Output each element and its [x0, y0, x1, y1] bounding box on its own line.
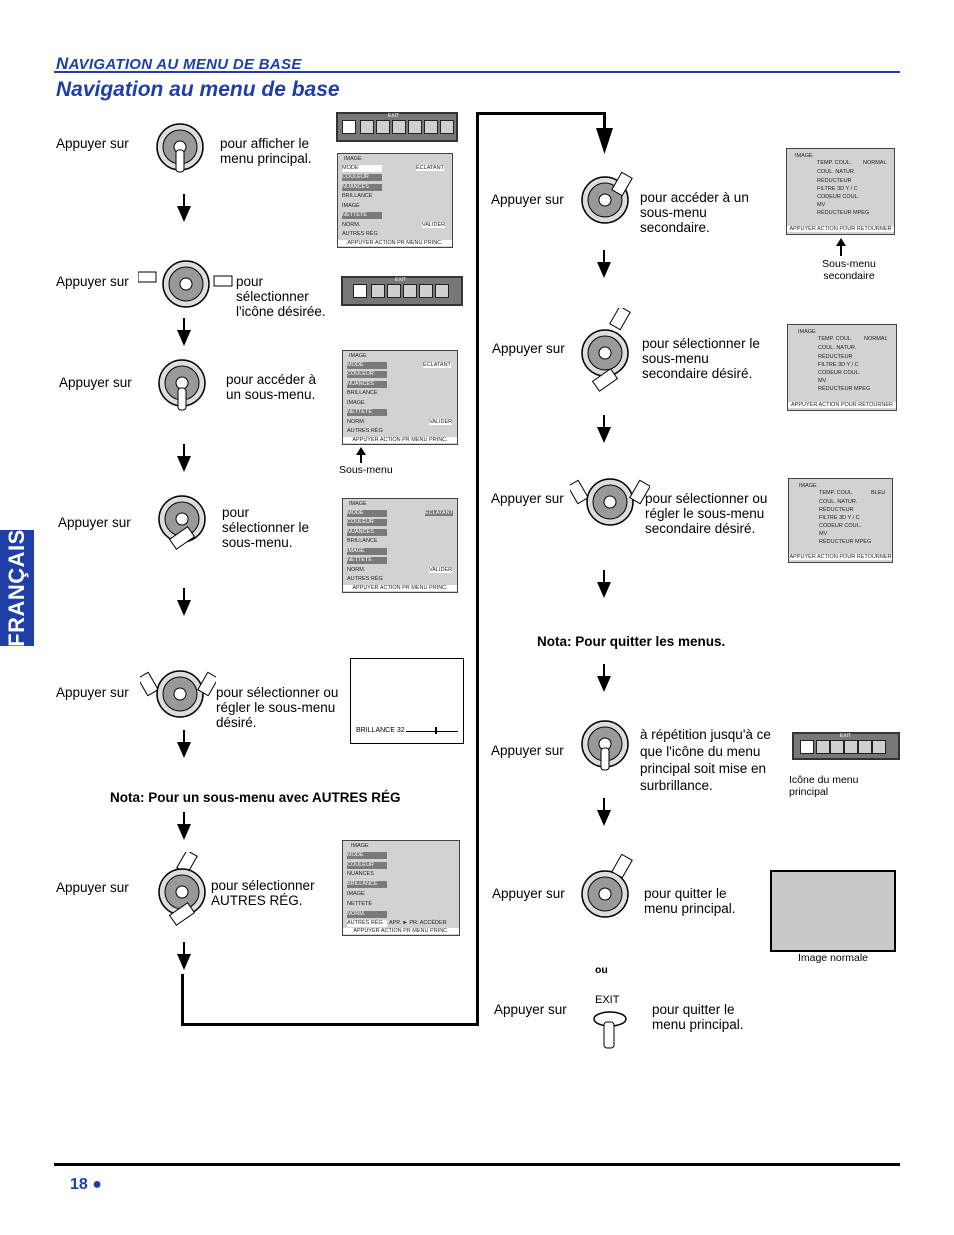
caption-sous-menu-secondaire: Sous-menu secondaire — [822, 258, 876, 282]
caption-icone-menu: Icône du menu principal — [789, 774, 859, 798]
arrow-down-icon — [597, 798, 611, 826]
step-desc: pour sélectionner ou régler le sous-menu… — [216, 685, 339, 730]
brillance-screen: BRILLANCE 32 — [350, 658, 464, 744]
arrow-down-icon — [177, 194, 191, 222]
caption-arrow-icon — [356, 447, 366, 463]
remote-icon — [570, 478, 650, 526]
flow-line — [476, 112, 479, 1026]
step-label: Appuyer sur — [56, 880, 129, 895]
exit-button-icon — [593, 1011, 627, 1049]
step-label: Appuyer sur — [56, 685, 129, 700]
flow-line — [181, 1023, 479, 1026]
step-desc: pour sélectionner le sous-menu. — [222, 505, 310, 550]
caption-arrow-icon — [836, 238, 846, 256]
note-autres-reg: Nota: Pour un sous-menu avec AUTRES RÉG — [110, 790, 401, 805]
arrow-down-icon — [177, 588, 191, 616]
secondary-menu: IMAGE TEMP. COUL. NORMAL COUL. NATUR. RÉ… — [787, 324, 897, 411]
arrow-down-icon — [597, 415, 611, 443]
caption-sous-menu: Sous-menu — [339, 464, 393, 476]
remote-icon — [158, 495, 206, 550]
step-label: Appuyer sur — [491, 491, 564, 506]
main-menu-iconbar: EXIT — [336, 112, 458, 142]
image-menu: IMAGE MODE ÉCLATANT COULEUR NUANCES BRIL… — [337, 153, 453, 248]
main-menu-iconbar: EXIT — [792, 732, 900, 760]
remote-icon — [158, 359, 206, 411]
step-desc: à répétition jusqu'à ce que l'icône du m… — [640, 727, 771, 793]
caption-image-normale: Image normale — [797, 952, 869, 964]
main-menu-iconbar: EXIT — [341, 276, 463, 306]
remote-icon — [140, 670, 216, 718]
step-label: Appuyer sur — [58, 515, 131, 530]
step-label: Appuyer sur — [59, 375, 132, 390]
arrow-down-icon — [177, 812, 191, 840]
autres-reg-menu: IMAGE MODE COULEUR NUANCES BRILLANCE IMA… — [342, 840, 460, 936]
step-desc: pour quitter le menu principal. — [644, 886, 736, 916]
remote-icon — [581, 171, 633, 224]
step-desc: pour sélectionner ou régler le sous-menu… — [645, 491, 768, 536]
step-desc: pour sélectionner l'icône désirée. — [236, 274, 326, 319]
flow-line — [181, 974, 184, 1026]
language-tab: FRANÇAIS — [0, 529, 34, 647]
step-label: Appuyer sur — [56, 274, 129, 289]
remote-icon — [158, 852, 206, 926]
section-header: NAVIGATION AU MENU DE BASE — [56, 54, 302, 73]
step-desc: pour sélectionner le sous-menu secondair… — [642, 336, 760, 381]
arrow-down-icon — [597, 250, 611, 278]
note-quit: Nota: Pour quitter les menus. — [537, 634, 726, 649]
image-menu: IMAGE MODE ÉCLATANT COULEUR NUANCES BRIL… — [342, 498, 458, 593]
arrow-down-icon — [177, 730, 191, 758]
step-desc: pour quitter le menu principal. — [652, 1002, 744, 1032]
footer-rule — [54, 1163, 900, 1166]
image-menu: IMAGE MODE ÉCLATANT COULEUR NUANCES BRIL… — [342, 350, 458, 445]
step-label: Appuyer sur — [56, 136, 129, 151]
remote-icon — [156, 123, 204, 173]
ou-label: ou — [595, 964, 608, 976]
arrow-down-icon — [596, 128, 613, 154]
step-label: Appuyer sur — [494, 1002, 567, 1017]
step-desc: pour accéder à un sous-menu secondaire. — [640, 190, 749, 235]
arrow-down-icon — [597, 664, 611, 692]
remote-icon — [581, 854, 633, 918]
normal-image-screen — [770, 870, 896, 952]
remote-icon — [138, 260, 233, 308]
exit-label: EXIT — [595, 994, 620, 1006]
step-label: Appuyer sur — [492, 886, 565, 901]
page-number: 18 ● — [70, 1176, 102, 1193]
arrow-down-icon — [177, 942, 191, 970]
arrow-down-icon — [597, 570, 611, 598]
step-label: Appuyer sur — [491, 743, 564, 758]
step-desc: pour afficher le menu principal. — [220, 136, 312, 166]
arrow-down-icon — [177, 444, 191, 472]
step-label: Appuyer sur — [491, 192, 564, 207]
remote-icon — [581, 720, 629, 771]
step-label: Appuyer sur — [492, 341, 565, 356]
step-desc: pour accéder à un sous-menu. — [226, 372, 317, 402]
header-rule — [54, 71, 900, 73]
page-title: Navigation au menu de base — [56, 78, 340, 101]
arrow-down-icon — [177, 318, 191, 346]
step-desc: pour sélectionner AUTRES RÉG. — [211, 878, 315, 908]
secondary-menu: IMAGE TEMP. COUL. BLEU COUL. NATUR. RÉDU… — [788, 478, 893, 563]
flow-line — [476, 112, 606, 115]
flow-line — [603, 112, 606, 132]
secondary-menu: IMAGE TEMP. COUL. NORMAL COUL. NATUR. RÉ… — [786, 148, 895, 235]
remote-icon — [581, 308, 631, 392]
